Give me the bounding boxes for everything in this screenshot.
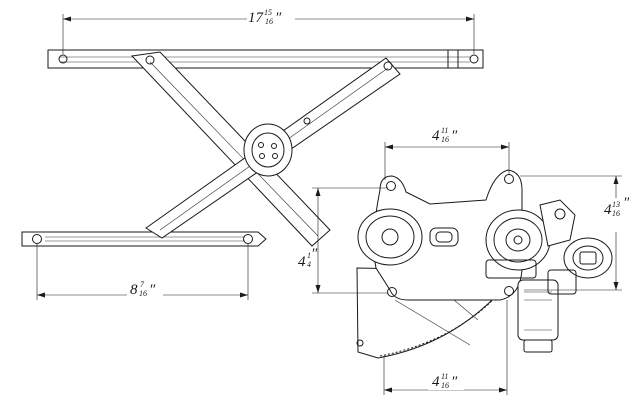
motor-lower-numerator: 11	[441, 372, 448, 381]
left-height-numerator: 1	[307, 251, 311, 260]
right-height-numerator: 13	[612, 200, 620, 209]
left-height-denominator: 4	[307, 260, 311, 269]
lower-rail-unit: ″	[149, 282, 156, 298]
dimension-left-height: 4 1 4 ″	[296, 187, 388, 294]
pivot-plate	[243, 123, 293, 177]
right-height-unit: ″	[623, 195, 630, 211]
top-width-whole: 17	[248, 10, 265, 26]
left-height-whole: 4	[298, 254, 306, 270]
dimension-motor-lower: 4 11 16 ″	[383, 300, 508, 395]
motor-connector	[539, 199, 613, 295]
lower-rail-denominator: 16	[139, 289, 147, 298]
motor-upper-numerator: 11	[441, 126, 448, 135]
top-width-numerator: 15	[264, 8, 272, 17]
motor-upper-whole: 4	[432, 128, 440, 144]
top-width-unit: ″	[275, 10, 282, 26]
motor-lower-denominator: 16	[441, 381, 449, 390]
base-plate	[373, 169, 523, 301]
left-height-unit: ″	[311, 246, 318, 262]
top-width-denominator: 16	[265, 17, 273, 26]
dimension-motor-upper: 4 11 16 ″	[384, 126, 510, 180]
motor-upper-denominator: 16	[441, 135, 449, 144]
dimension-top-width: 17 15 16 ″	[62, 8, 475, 54]
right-height-denominator: 16	[612, 209, 620, 218]
motor-gearbox	[485, 209, 551, 279]
lower-rail-numerator: 7	[140, 280, 145, 289]
lower-guide-rail	[21, 231, 267, 247]
motor-lower-whole: 4	[432, 374, 440, 390]
upper-guide-rail	[47, 49, 484, 69]
right-height-whole: 4	[604, 202, 612, 218]
motor-housing	[517, 279, 559, 353]
motor-upper-unit: ″	[451, 128, 458, 144]
motor-lower-unit: ″	[451, 374, 458, 390]
dimension-right-height: 4 13 16 ″	[520, 175, 630, 291]
lower-rail-whole: 8	[130, 282, 138, 298]
main-drum	[357, 208, 423, 266]
dimension-lower-rail: 8 7 16 ″	[36, 244, 249, 300]
scissor-arm-a	[130, 51, 331, 247]
